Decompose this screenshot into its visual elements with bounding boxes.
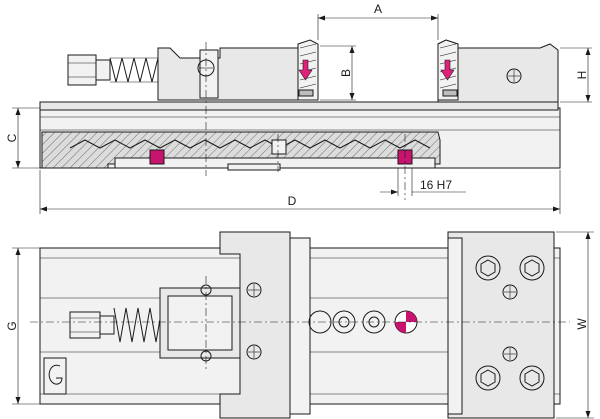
down-arrow-icon — [440, 59, 455, 81]
spindle-hex-top — [69, 311, 101, 339]
slot-fit-label: 16 H7 — [420, 178, 452, 192]
bolt-group-lower — [475, 346, 545, 391]
spindle-spring-top — [113, 307, 163, 343]
fixed-jaw-top — [447, 231, 555, 419]
side-view: A B H C D 16 H7 — [5, 2, 592, 214]
dimension-w-label: W — [575, 318, 589, 330]
spindle-thread — [69, 139, 431, 149]
bolt-group-upper — [475, 255, 545, 300]
dimension-c-label: C — [5, 133, 19, 142]
movable-jaw-body — [157, 47, 299, 101]
logo-icon — [43, 357, 67, 395]
key-slot-left — [149, 149, 165, 165]
dimension-g-label: G — [5, 321, 19, 330]
spindle-spring — [109, 57, 159, 83]
dimension-b-label: B — [339, 69, 353, 77]
spindle-hex — [67, 54, 97, 86]
top-view: G W — [5, 231, 594, 419]
dimension-h-label: H — [575, 71, 589, 80]
down-arrow-icon — [298, 59, 313, 81]
dimension-d-label: D — [288, 194, 297, 208]
dimension-a-label: A — [374, 2, 382, 16]
